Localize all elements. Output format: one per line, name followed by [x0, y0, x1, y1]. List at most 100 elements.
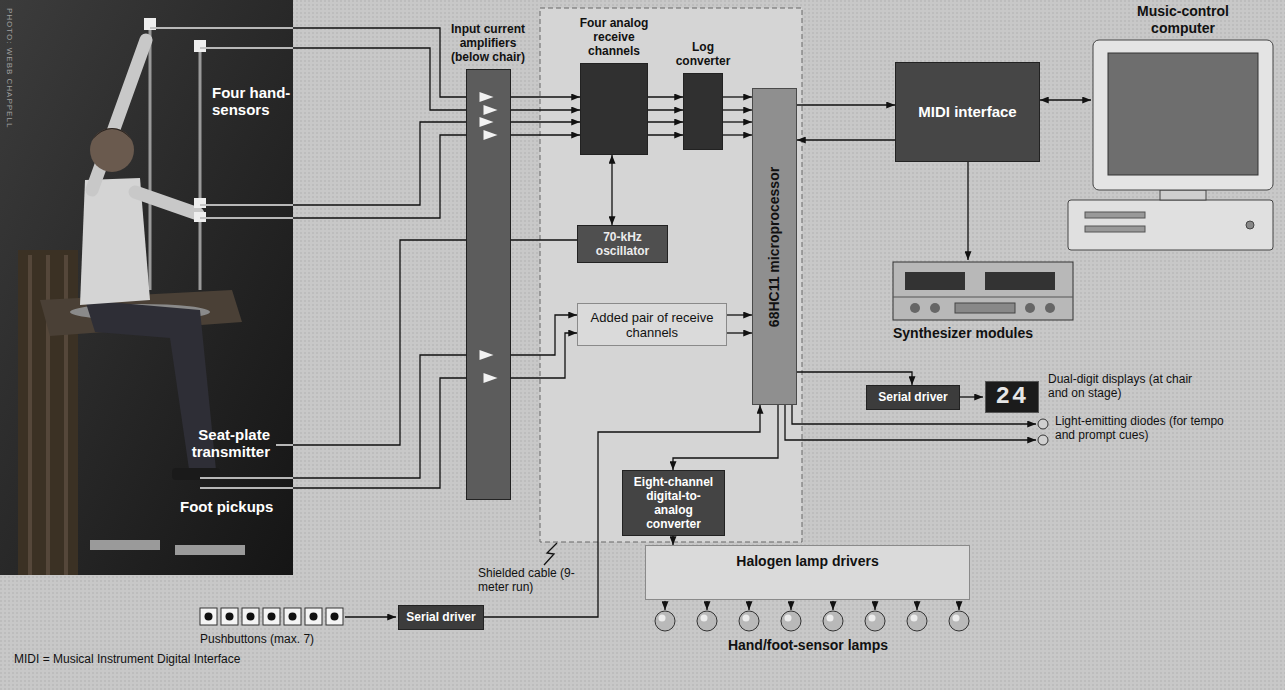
amplifier-symbol [479, 117, 493, 127]
signal-connector [727, 314, 752, 315]
synth-knob [1045, 303, 1055, 313]
synth-knob [1025, 303, 1035, 313]
pushbutton-cap [268, 613, 276, 621]
box-label: Added pair of receive channels [584, 310, 720, 340]
block-heading: Input current amplifiers (below chair) [445, 22, 531, 64]
hand-sensor [194, 40, 206, 52]
driver-box: Serial driver [866, 385, 960, 410]
lamp-label: Hand/foot-sensor lamps [688, 637, 928, 654]
button-label-text: Pushbuttons (max. 7) [200, 632, 370, 646]
drive-slot [1085, 212, 1145, 218]
connector-group [484, 97, 912, 617]
amplifier-symbol [483, 105, 497, 115]
lamp-line [706, 601, 707, 610]
pushbutton [200, 608, 217, 625]
led-label-text: Light-emitting diodes (for tempo and pro… [1055, 414, 1230, 442]
converter-box: Eight-channel digital-to-analog converte… [622, 470, 725, 536]
sensor-lamp [655, 611, 675, 631]
box-label: Eight-channel digital-to-analog converte… [629, 475, 718, 531]
power-button [1246, 221, 1254, 229]
amplifier-symbol [479, 92, 493, 102]
amplifier-symbol [479, 350, 493, 360]
person-head [90, 128, 134, 172]
signal-connector [511, 333, 578, 378]
signal-connector [511, 96, 581, 97]
block-heading: Log converter [668, 40, 738, 68]
microprocessor-box: 68HC11 microprocessor [752, 88, 797, 405]
lamp-highlight [827, 615, 834, 622]
signal-connector [511, 134, 581, 135]
photo-credit: PHOTO: WEBB CHAPPELL [14, 8, 134, 17]
sensor-wire [150, 28, 293, 488]
receive-channel-box: Added pair of receive channels [577, 303, 727, 346]
sensor-lamp [949, 611, 969, 631]
monitor [1093, 40, 1273, 190]
pushbutton [284, 608, 301, 625]
sensor-lamp [739, 611, 759, 631]
synth-slot [955, 303, 1015, 313]
synth-display [905, 272, 965, 290]
monitor-stand [1160, 190, 1206, 200]
pushbutton-cap [247, 613, 255, 621]
box-label: Serial driver [406, 610, 475, 625]
amplifier-symbol [483, 130, 497, 140]
monitor-screen [1108, 53, 1258, 175]
lamp-line [958, 601, 959, 610]
signal-connector [797, 139, 895, 140]
box-label: Serial driver [878, 390, 947, 405]
amplifier-bank-body [466, 69, 511, 500]
sensor-pole [199, 40, 202, 290]
signal-connector [648, 134, 683, 135]
cable-label-text: Shielded cable (9-meter run) [478, 566, 578, 594]
lamp-line [916, 601, 917, 610]
lamp-line [664, 601, 665, 610]
transmitter-label-text: Seat-plate transmitter [146, 426, 270, 460]
signal-connector [797, 104, 895, 105]
receive-channel-block: Four analog receive channels [572, 16, 656, 155]
display-digits-text: 24 [986, 382, 1038, 412]
lamp-highlight [869, 615, 876, 622]
synth-knob [930, 303, 940, 313]
computer-case [1068, 200, 1273, 250]
sensor-lamp [823, 611, 843, 631]
hand-sensor [194, 212, 206, 222]
photo-credit-text: PHOTO: WEBB CHAPPELL [5, 8, 14, 128]
signal-connector [511, 315, 578, 355]
synthesizer-illustration [893, 262, 1073, 320]
person-hair [92, 128, 132, 140]
abbreviation-note: MIDI = Musical Instrument Digital Interf… [14, 652, 414, 666]
synth-display [985, 272, 1055, 290]
sensor-pole [149, 20, 152, 290]
signal-connector [723, 109, 752, 110]
signal-connector [723, 134, 752, 135]
pushbutton [242, 608, 259, 625]
pushbutton [326, 608, 343, 625]
signal-connector [511, 109, 581, 110]
sensor-wire [200, 122, 466, 205]
box-label: Halogen lamp drivers [736, 554, 878, 569]
display-label: Dual-digit displays (at chair and on sta… [1048, 372, 1198, 400]
computer-illustration [1068, 40, 1273, 250]
amplifier-symbol [483, 373, 497, 383]
signal-connector [673, 405, 778, 470]
synth-label-text: Synthesizer modules [893, 325, 1083, 342]
abbreviation-note-text: MIDI = Musical Instrument Digital Interf… [14, 652, 414, 666]
led-label: Light-emitting diodes (for tempo and pro… [1055, 414, 1230, 442]
foot-pickup [175, 545, 245, 555]
log-converter-block-body [683, 73, 723, 150]
midi-out-line [967, 162, 968, 260]
box-label: 70-kHz oscillator [584, 230, 661, 258]
synth-rack [893, 262, 1073, 320]
driver-box: Serial driver [398, 605, 484, 630]
synth-knob [910, 303, 920, 313]
oscillator-box: 70-kHz oscillator [577, 225, 668, 263]
cable-label: Shielded cable (9-meter run) [478, 566, 578, 594]
amplifier-bank: Input current amplifiers (below chair) [445, 22, 531, 500]
signal-connector [511, 121, 581, 122]
drive-slot [1085, 226, 1145, 232]
sensor-label: Four hand-sensors [212, 84, 296, 118]
generated-art [200, 601, 969, 631]
hand-sensor [194, 198, 206, 208]
